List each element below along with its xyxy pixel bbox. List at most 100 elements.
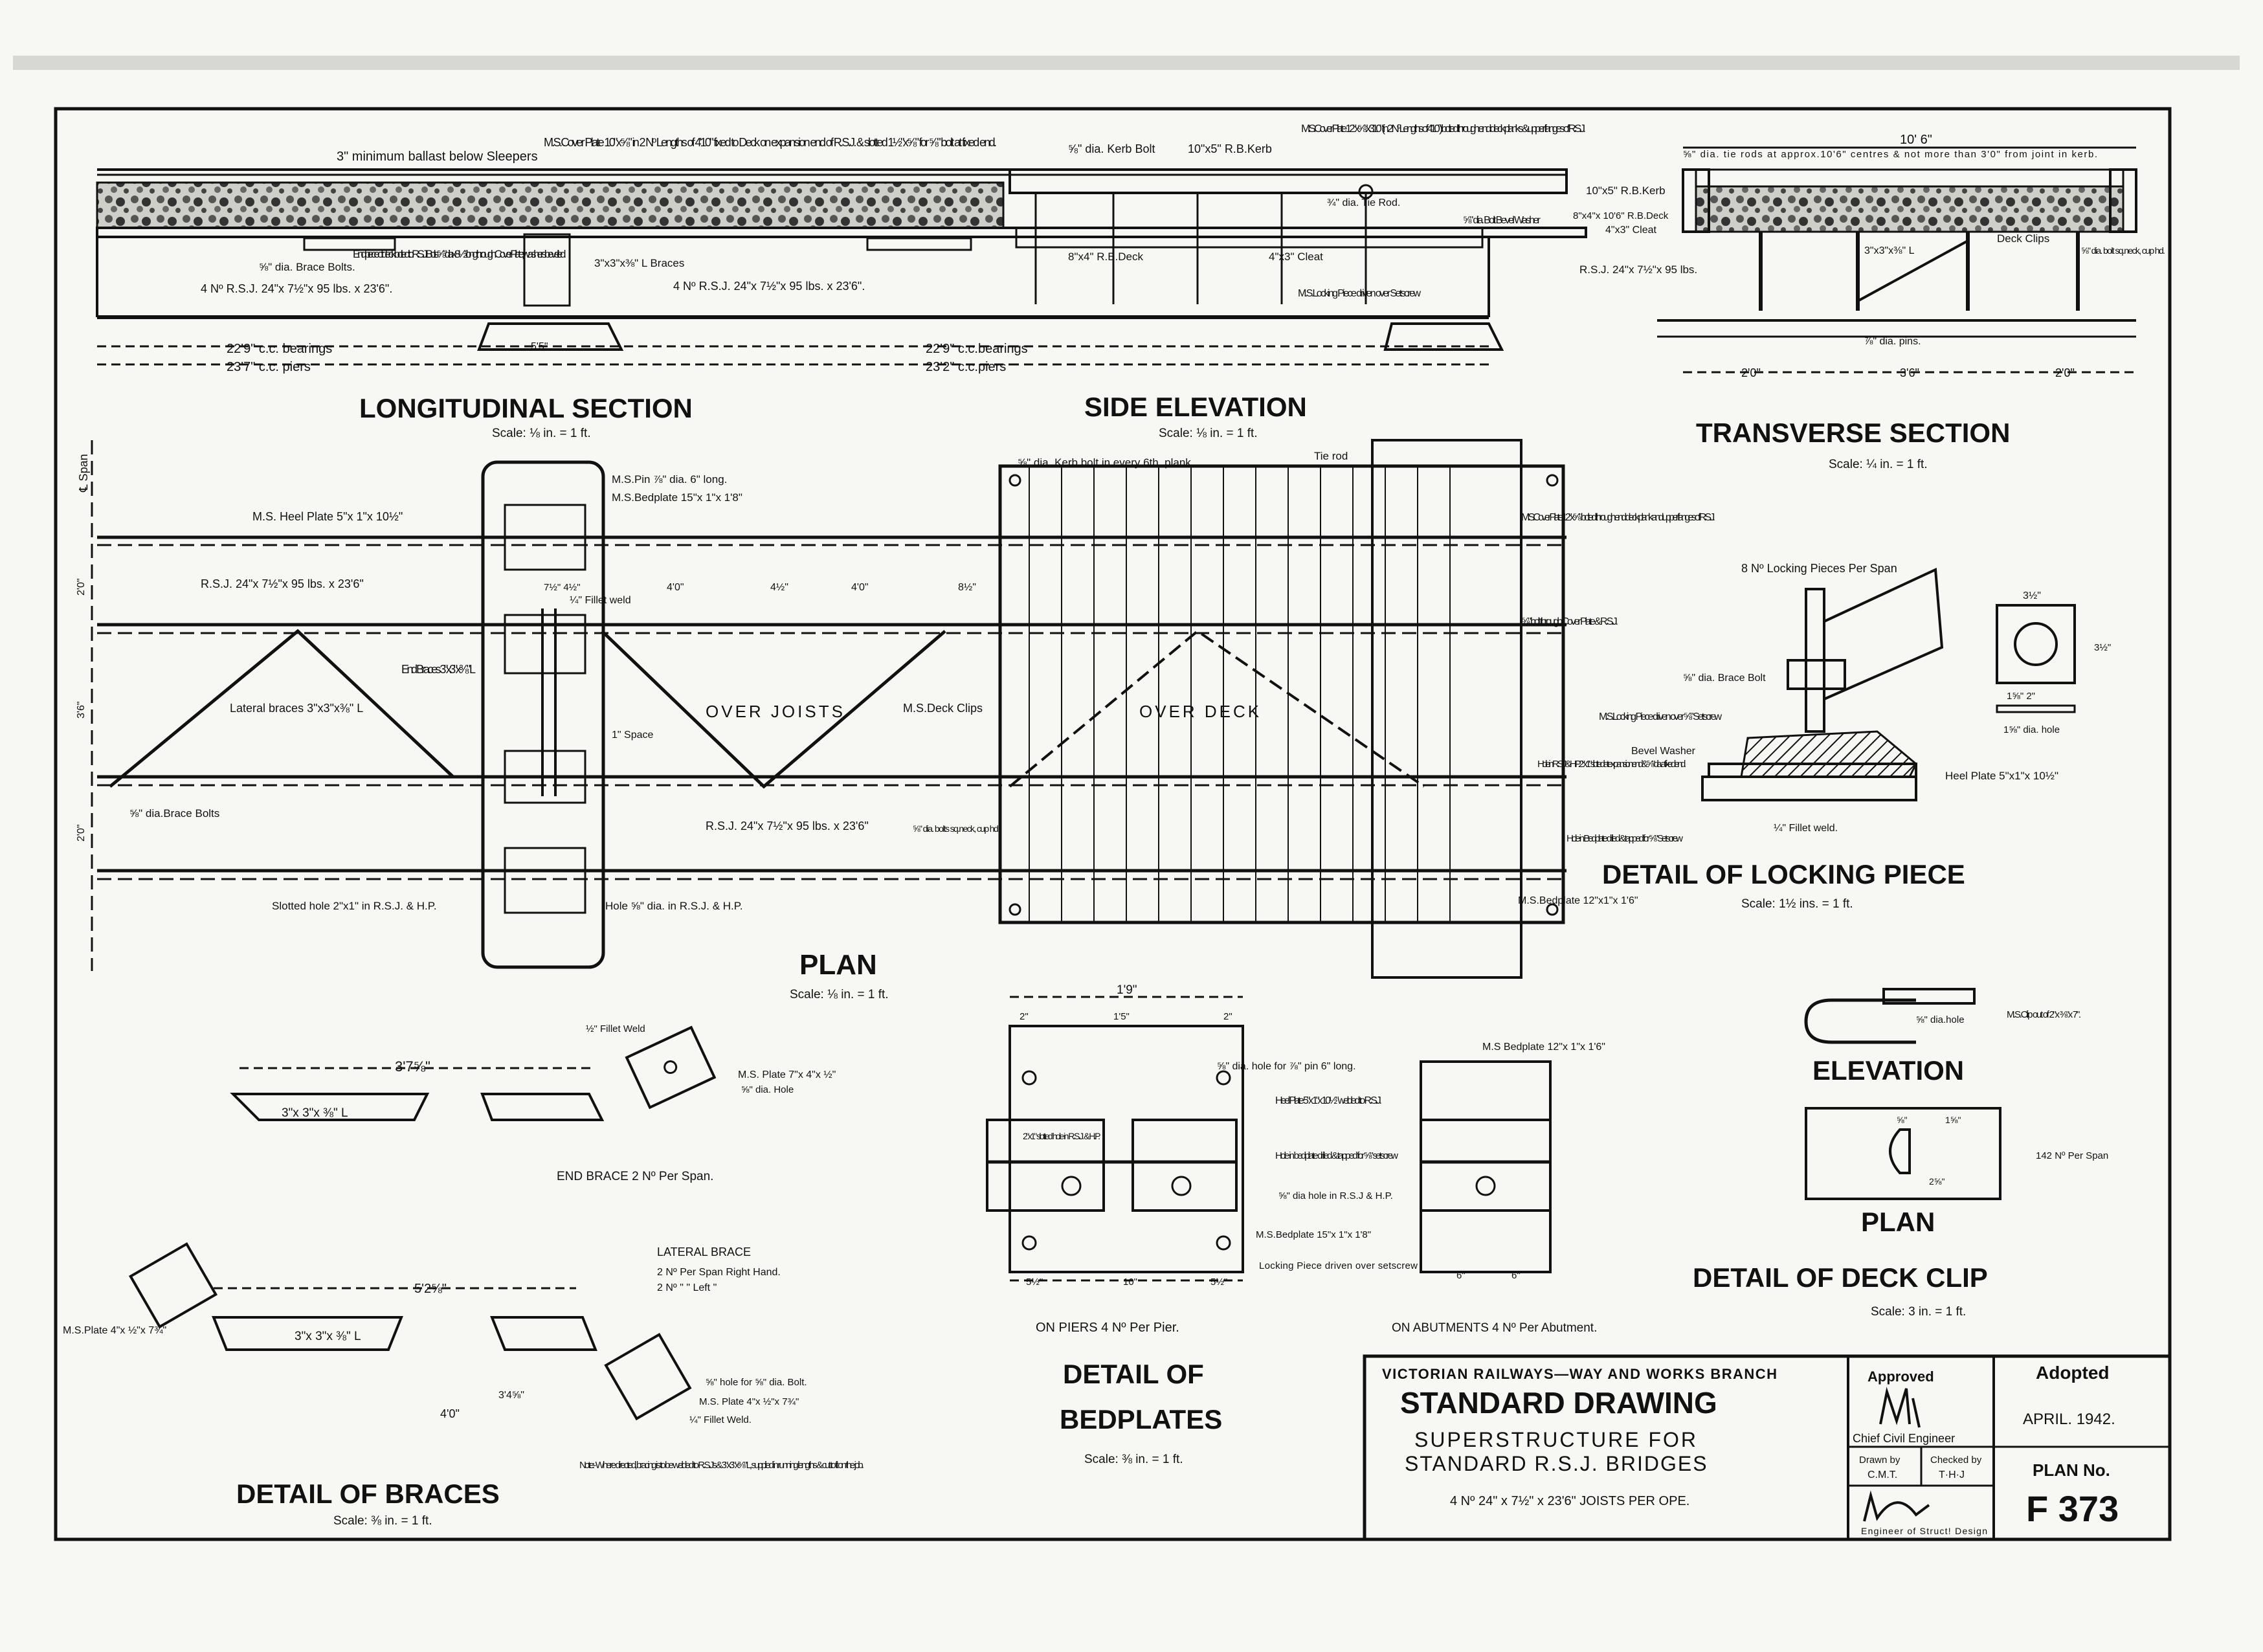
pier-bedplate xyxy=(1009,1025,1244,1273)
plan-title: PLAN xyxy=(799,949,877,981)
transverse-pins-note: ⅞" dia. pins. xyxy=(1864,336,1921,347)
braces-title: DETAIL OF BRACES xyxy=(236,1479,500,1509)
plan-view: ℄ Span xyxy=(76,439,1715,1001)
drawing-border xyxy=(54,107,2172,1541)
braces-fillet-note: ½" Fillet Weld xyxy=(586,1023,645,1034)
longitudinal-section: 3" minimum ballast below Sleepers M.S.Co… xyxy=(96,136,1587,440)
rsj-right-note: 4 Nº R.S.J. 24"x 7½"x 95 lbs. x 23'6". xyxy=(673,280,865,293)
centre-span-label: ℄ Span xyxy=(77,454,90,493)
approved-label: Approved xyxy=(1867,1368,1934,1385)
braces-len2-dim: 5'2⅝" xyxy=(414,1282,447,1296)
braces-angle2-label: 3"x 3"x ⅜" L xyxy=(295,1330,361,1343)
pier-bedplate-block xyxy=(481,460,605,969)
title-sub1: SUPERSTRUCTURE FOR xyxy=(1414,1428,1698,1451)
brace-bolts-note: ⅝" dia. Brace Bolts. xyxy=(259,261,355,273)
l-braces-note: 3"x3"x⅜" L Braces xyxy=(594,257,684,269)
cleat-note: 4"x3" Cleat xyxy=(1269,251,1323,263)
deck-clip-title: DETAIL OF DECK CLIP xyxy=(1693,1262,1988,1293)
plan-bolts-sq-note: ⅝" dia. bolts sq.neck, cup hd. xyxy=(913,823,1000,834)
transverse-cleat-note: 4"x3" Cleat xyxy=(1605,225,1657,236)
plan-end-braces-note: End Braces 3"x3"x⅜" L xyxy=(401,663,476,676)
locking-dim-top: 3½" xyxy=(2023,590,2041,601)
checked-by-label: Checked by xyxy=(1930,1455,1982,1466)
pier-outline xyxy=(477,322,624,351)
lateral-brace-under-deck xyxy=(1009,629,1425,788)
bedplates-on-abutments-label: ON ABUTMENTS 4 Nº Per Abutment. xyxy=(1392,1321,1597,1335)
adopted-label: Adopted xyxy=(2036,1363,2110,1383)
plan-dim-3-6: 3'6" xyxy=(76,701,87,719)
braces-note: Note:- Where directed, bracing is to be … xyxy=(579,1460,864,1471)
plan-pin-note: M.S.Pin ⅞" dia. 6" long. xyxy=(612,473,727,486)
braces-dim-4-0: 4'0" xyxy=(440,1407,460,1420)
bedplates-b3: 5½" xyxy=(1210,1277,1227,1288)
plan-kerb-bolt-note: ⅝" dia. Kerb bolt in every 6th. plank. xyxy=(1018,456,1194,469)
plan-tie-rod-note: Tie rod xyxy=(1314,450,1348,462)
bedplates-b1: 5½" xyxy=(1026,1277,1043,1288)
tie-rod-icon xyxy=(1358,184,1374,199)
transverse-section: 10' 6" ⅝" dia. tie rods at approx.10'6" … xyxy=(1573,133,2165,471)
plan-bedplate-top-note: M.S.Bedplate 15"x 1"x 1'8" xyxy=(612,491,742,504)
locking-piece-detail: 8 Nº Locking Pieces Per Span ⅝" dia. Bra… xyxy=(1537,562,2111,911)
cover-plate-side-note: M.S.Cover Plate 12"x⅝"x3'10" (in 2 Nº Le… xyxy=(1301,122,1586,135)
abutment-bedplate xyxy=(1420,1060,1552,1273)
plan-slotted-note: Slotted hole 2"x1" in R.S.J. & H.P. xyxy=(272,900,437,912)
scan-noise-band xyxy=(13,56,2240,70)
locking-heel-note: Heel Plate 5"x1"x 10½" xyxy=(1945,770,2058,782)
braces-fillet2-note: ¼" Fillet Weld. xyxy=(689,1414,752,1425)
locking-piece-title: DETAIL OF LOCKING PIECE xyxy=(1602,859,1965,889)
braces-plate3-note: M.S. Plate 4"x ½"x 7¾" xyxy=(699,1396,799,1407)
locking-hole-dia: 1⅝" dia. hole xyxy=(2003,724,2060,735)
transverse-deck-note: 8"x4"x 10'6" R.B.Deck xyxy=(1573,210,1669,221)
end-brace-angle-left xyxy=(230,1093,430,1121)
bedplates-scale: Scale: ⅜ in. = 1 ft. xyxy=(1084,1453,1183,1466)
ballast-layer xyxy=(96,181,1005,229)
lateral-brace-heading: LATERAL BRACE xyxy=(657,1245,751,1258)
bedplates-b5: 6" xyxy=(1511,1270,1521,1281)
bedplates-heel-note: Heel Plate 5"x 1"x 10½" welded to R.S.J. xyxy=(1275,1095,1382,1106)
transverse-dim-3: 2'0" xyxy=(2055,366,2075,379)
braces-hole1-note: ⅝" dia. Hole xyxy=(741,1084,794,1095)
checked-by-name: T·H·J xyxy=(1939,1469,1965,1480)
lateral-brace-angle-left xyxy=(212,1316,403,1351)
deck-clip-scale: Scale: 3 in. = 1 ft. xyxy=(1871,1305,1966,1319)
locking-pieces-note: 8 Nº Locking Pieces Per Span xyxy=(1741,562,1897,575)
lateral-brace-lh: 2 Nº " " Left " xyxy=(657,1282,717,1293)
deck-clip-detail: ⅝" dia.hole M.S.Clip out of 2"x ⅜"x 7". … xyxy=(1693,988,2108,1319)
locking-piece-section xyxy=(1740,730,1917,778)
locking-hole-rsj-note: Hole in R.S.J & H.P. 2"x1" slotted at ex… xyxy=(1537,759,1686,770)
bedplates-b2: 10" xyxy=(1123,1277,1137,1288)
braces-len1-dim: 3'7⅝" xyxy=(395,1058,430,1075)
transverse-brace-note: 3"x3"x⅜" L xyxy=(1864,245,1915,256)
transverse-section-title: TRANSVERSE SECTION xyxy=(1696,418,2010,448)
side-elevation: ⅝" dia. Kerb Bolt 10"x5" R.B.Kerb M.S.Co… xyxy=(926,122,1586,440)
deckclip-d1: ⅝" xyxy=(1897,1115,1908,1125)
braces-plate1-note: M.S. Plate 7"x 4"x ½" xyxy=(738,1069,836,1080)
over-joists-label: OVER JOISTS xyxy=(706,702,845,721)
plan-lateral-braces-note: Lateral braces 3"x3"x⅜" L xyxy=(230,702,363,715)
bearings-right-dim: 22'9" c.c.bearings xyxy=(926,342,1028,356)
longitudinal-section-title: LONGITUDINAL SECTION xyxy=(359,393,693,423)
deckclip-clip-note: M.S.Clip out of 2"x ⅜"x 7". xyxy=(2007,1009,2081,1020)
bedplates-locking-note: Locking Piece driven over setscrew xyxy=(1259,1260,1418,1271)
plan-rsj-bottom-note: R.S.J. 24"x 7½"x 95 lbs. x 23'6" xyxy=(706,820,869,832)
title-sub3: 4 Nº 24" x 7½" x 23'6" JOISTS PER OPE. xyxy=(1450,1494,1689,1508)
plan-brace-bolts-note: ⅝" dia.Brace Bolts xyxy=(129,807,219,820)
bedplates-hole-drilled-note: Hole in bedplate drilled & tapped for ⅝"… xyxy=(1275,1150,1398,1161)
braces-dim-3-4: 3'4⅝" xyxy=(498,1390,524,1401)
lateral-brace-left xyxy=(109,629,454,788)
bedplates-title-line2: BEDPLATES xyxy=(1060,1404,1222,1434)
transverse-dim-1: 2'0" xyxy=(1741,366,1761,379)
chief-engineer-label: Chief Civil Engineer xyxy=(1853,1432,1955,1445)
plan-rsj-top-note: R.S.J. 24"x 7½"x 95 lbs. x 23'6" xyxy=(201,577,364,590)
plan-scale: Scale: ⅛ in. = 1 ft. xyxy=(790,988,889,1001)
deckclip-d3: 2⅝" xyxy=(1929,1176,1945,1187)
plan-dim-2-0-a: 2'0" xyxy=(76,578,87,596)
locking-dim-side: 3½" xyxy=(2094,642,2111,653)
plan-no-label: PLAN No. xyxy=(2033,1460,2110,1480)
locking-plan-square xyxy=(1996,604,2076,684)
deckclip-count-note: 142 Nº Per Span xyxy=(2036,1150,2108,1161)
bedplates-hole-dia-note: ⅝" dia hole in R.S.J & H.P. xyxy=(1278,1190,1393,1201)
deck-clip-plan-title: PLAN xyxy=(1861,1207,1935,1237)
kerb-bolt-note: ⅝" dia. Kerb Bolt xyxy=(1068,142,1155,155)
chief-signature xyxy=(1879,1387,1921,1428)
